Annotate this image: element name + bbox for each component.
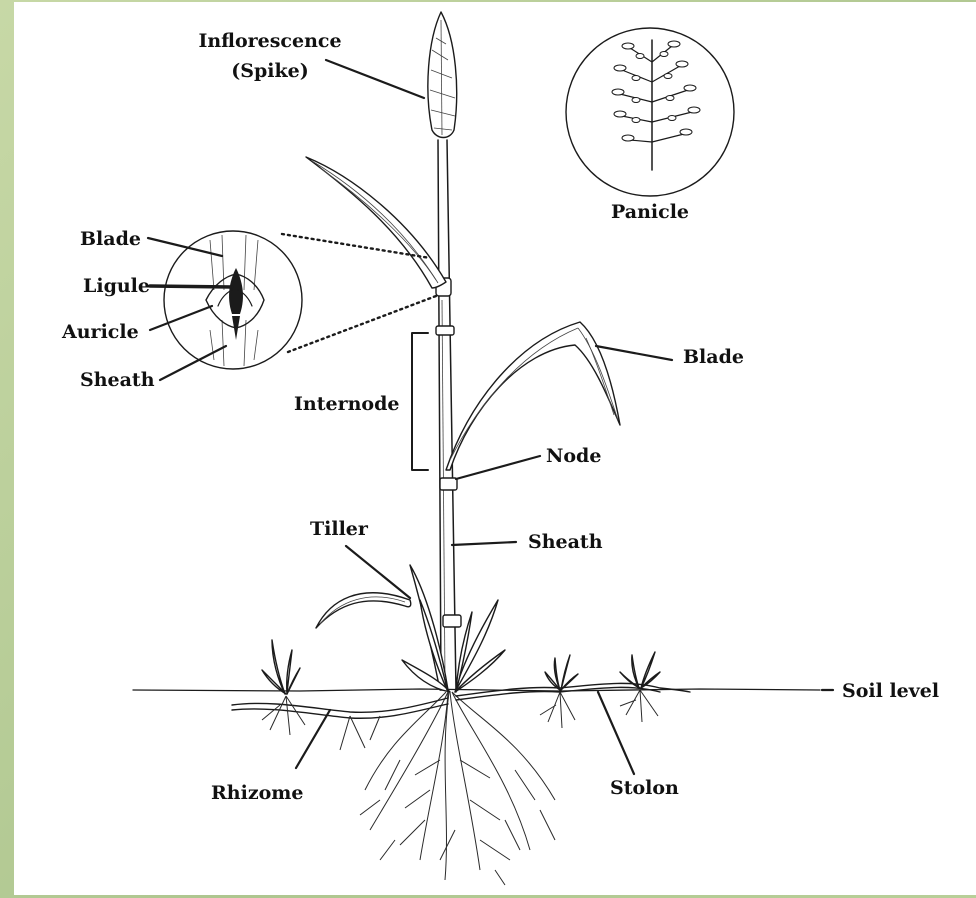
label-stolon: Stolon	[610, 777, 679, 799]
label-inset-blade: Blade	[80, 228, 141, 250]
leader-stolon	[598, 692, 634, 774]
label-inflorescence: Inflorescence	[198, 30, 341, 52]
internode-bracket	[412, 333, 428, 470]
label-panicle: Panicle	[611, 201, 689, 223]
label-inset-ligule: Ligule	[83, 275, 150, 297]
basal-leaf-cluster	[402, 600, 505, 692]
label-internode: Internode	[294, 393, 399, 415]
leader-lines	[148, 60, 833, 774]
leader-inflorescence	[326, 60, 424, 98]
label-tiller: Tiller	[310, 518, 369, 540]
label-spike: (Spike)	[231, 60, 308, 82]
label-blade: Blade	[683, 346, 744, 368]
leader-tiller	[346, 546, 410, 598]
leader-node	[456, 456, 540, 479]
stolon	[456, 683, 690, 700]
soil-level-line	[133, 689, 820, 691]
label-inset-auricle: Auricle	[61, 321, 139, 343]
rhizome	[232, 698, 448, 750]
label-node: Node	[546, 445, 601, 467]
label-inset-sheath: Sheath	[80, 369, 155, 391]
label-rhizome: Rhizome	[211, 782, 303, 804]
flag-leaf	[306, 157, 446, 288]
root-system	[360, 692, 555, 885]
leader-sheath	[452, 542, 516, 545]
spike-inflorescence	[428, 12, 457, 138]
leader-inset-ligule	[150, 286, 232, 287]
panicle-inset	[566, 28, 734, 196]
leader-blade	[596, 346, 672, 360]
label-soil-level: Soil level	[842, 680, 939, 702]
main-stem	[438, 140, 456, 690]
rhizome-shoot	[262, 640, 305, 735]
leaf-collar-inset	[164, 231, 302, 369]
label-sheath: Sheath	[528, 531, 603, 553]
